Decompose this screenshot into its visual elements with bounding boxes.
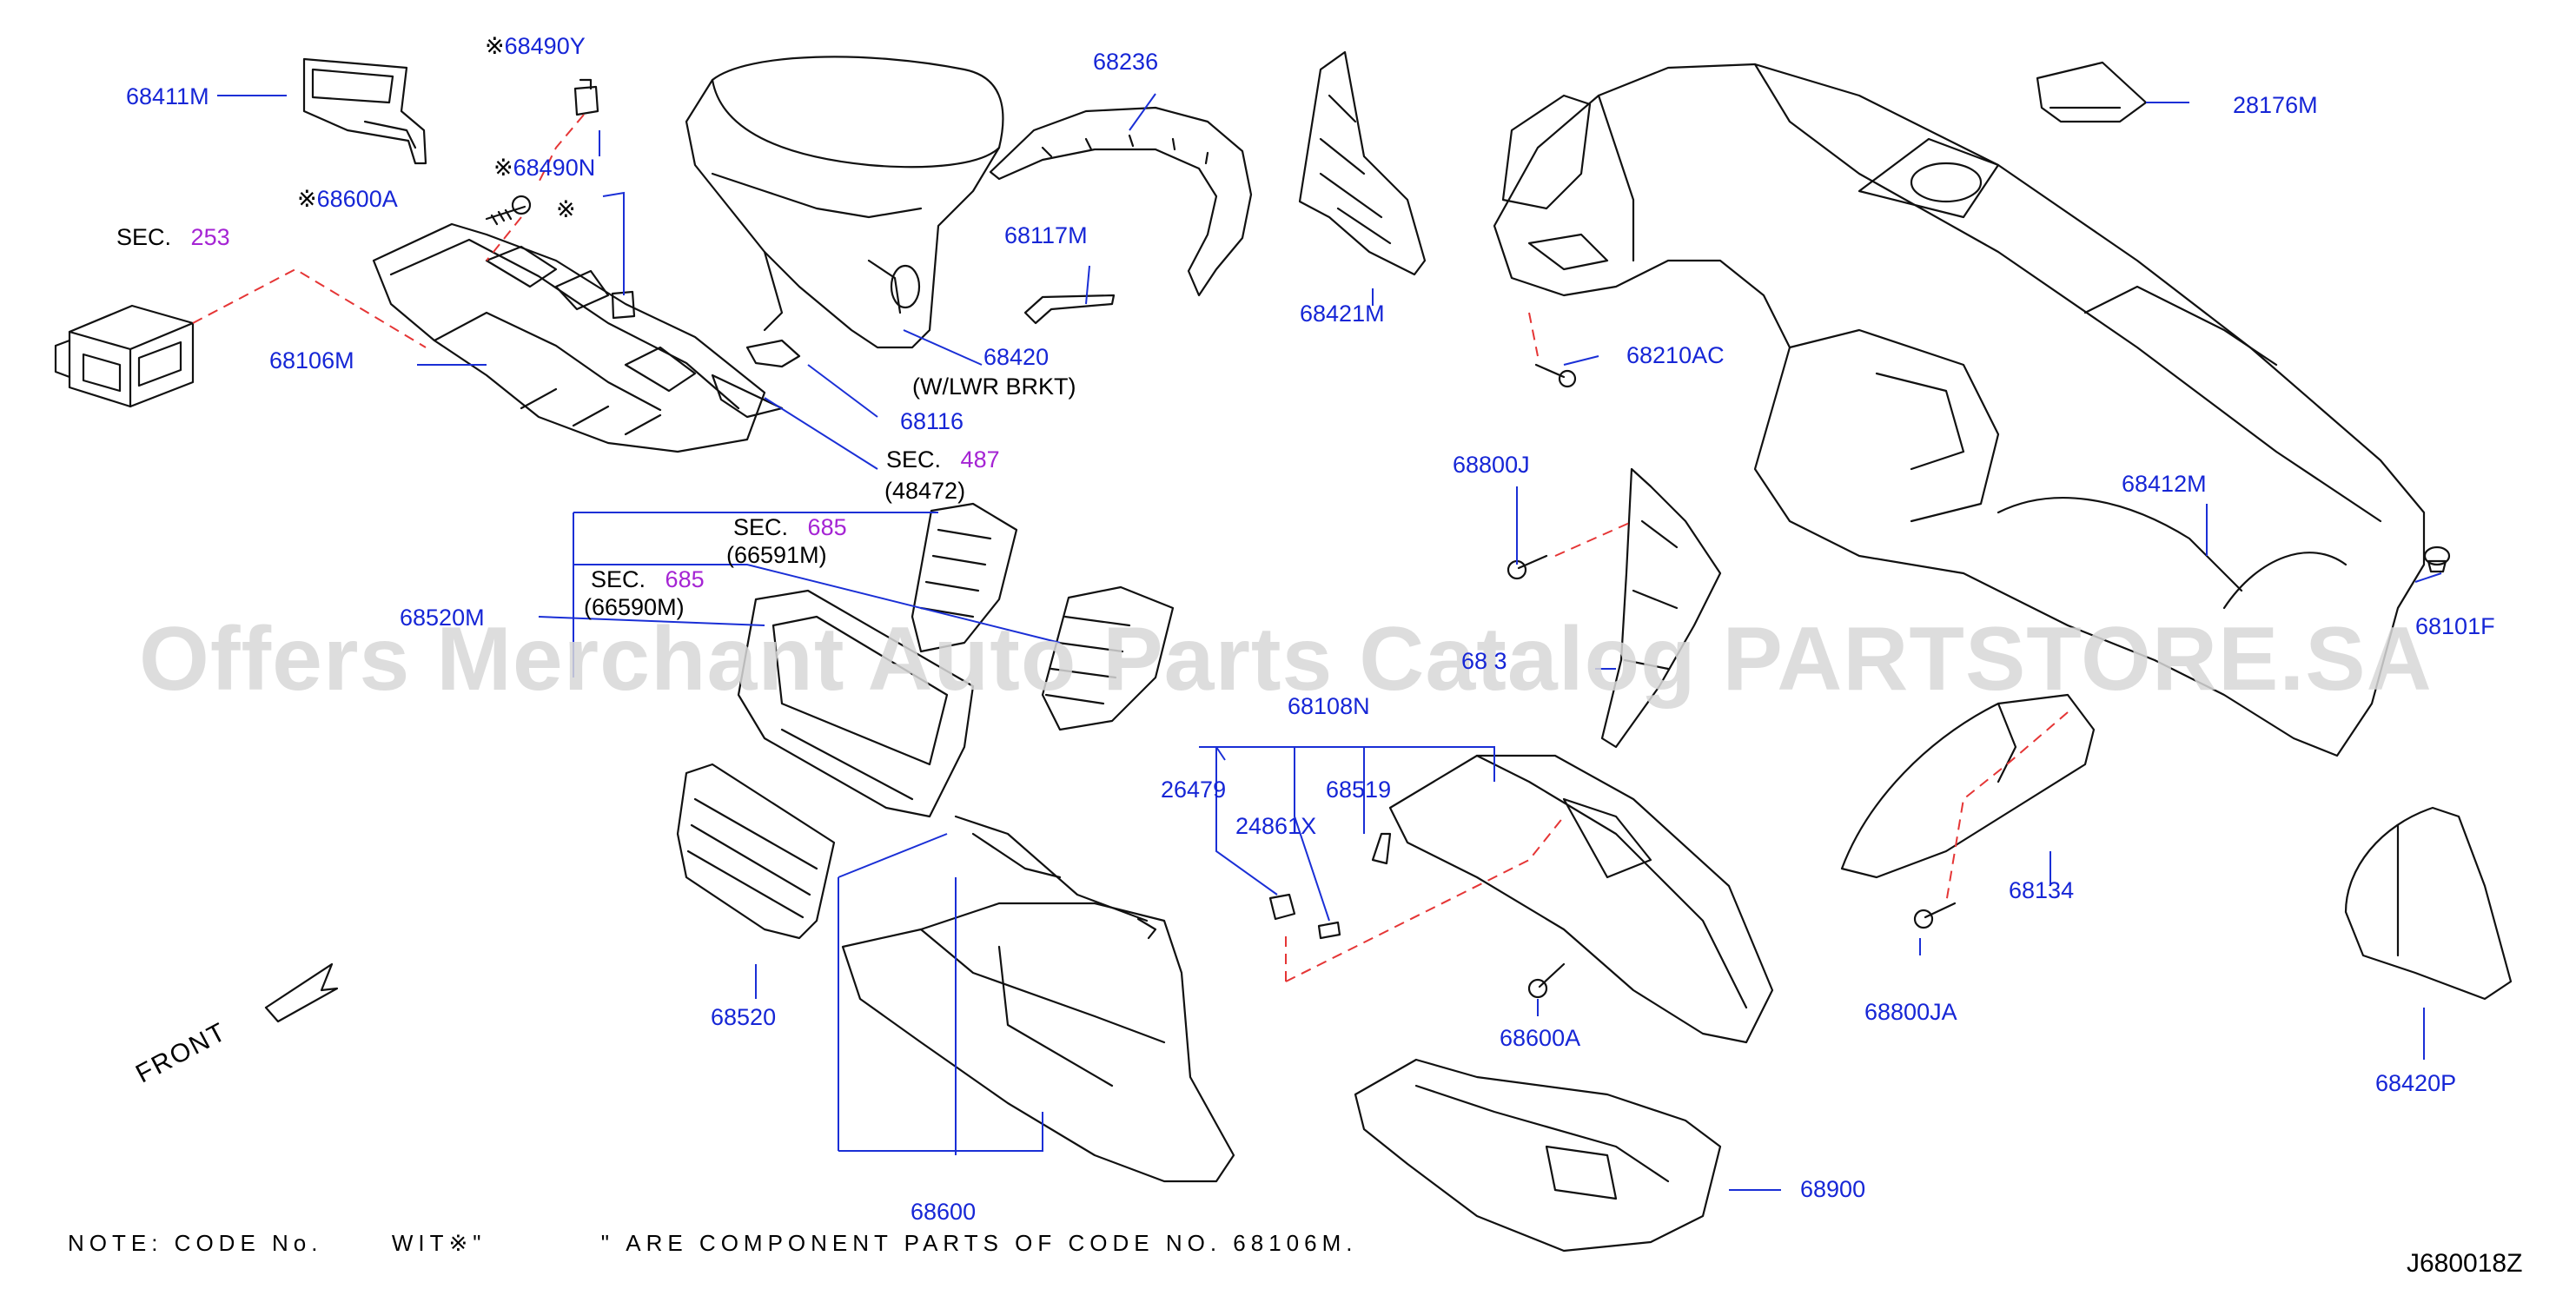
label-68421M[interactable]: 68421M (1300, 301, 1385, 327)
label-68420-note: (W/LWR BRKT) (912, 373, 1076, 400)
label-28176M[interactable]: 28176M (2233, 92, 2318, 118)
vent-66590M-shape (1041, 585, 1175, 731)
label-68520M[interactable]: 68520M (400, 605, 485, 631)
label-sec-685a-sub: (66591M) (726, 542, 827, 568)
part-68411M-shape (302, 57, 427, 165)
label-68134[interactable]: 68134 (2009, 877, 2075, 903)
screw-68600A-bottom-shape (1527, 962, 1566, 999)
part-28176M-shape (2036, 61, 2148, 123)
glovebox-wire-shape (954, 815, 1157, 940)
part-68117M-shape (1023, 294, 1116, 325)
label-sec-685-66590M[interactable]: SEC. 685 (591, 566, 705, 592)
label-sec-487[interactable]: SEC. 487 (886, 446, 1000, 473)
label-68600[interactable]: 68600 (911, 1199, 977, 1225)
sec-253-box-shape (54, 304, 195, 408)
label-68519[interactable]: 68519 (1326, 777, 1392, 803)
label-68900[interactable]: 68900 (1800, 1176, 1866, 1202)
label-68800J[interactable]: 68800J (1453, 452, 1530, 478)
label-68411M[interactable]: 68411M (126, 83, 209, 109)
label-68210AC[interactable]: 68210AC (1626, 342, 1725, 368)
diagram-id: J680018Z (2407, 1249, 2523, 1278)
part-68490Y-shape (573, 78, 599, 116)
label-sec-487-sub: (48472) (884, 478, 966, 504)
part-68412M-shape (1493, 63, 2426, 757)
front-arrow-icon (264, 962, 339, 1023)
part-68236-shape (989, 106, 1253, 297)
part-26479-shape (1268, 893, 1296, 921)
part-68490N-shape (611, 290, 636, 320)
component-mark-icon: ※ (493, 155, 513, 181)
part-68116-shape (711, 339, 801, 419)
label-sec-685-66591M[interactable]: SEC. 685 (733, 514, 847, 540)
part-68421M-shape (1298, 50, 1427, 276)
part-68108N-shape (1388, 754, 1774, 1044)
part-68106M-shape (372, 222, 766, 453)
label-68800JA[interactable]: 68800JA (1864, 999, 1957, 1025)
part-68900-shape (1354, 1058, 1722, 1253)
part-683-shape (1600, 467, 1722, 749)
label-26479[interactable]: 26479 (1161, 777, 1227, 803)
label-683[interactable]: 68 3 (1461, 648, 1507, 674)
label-68520[interactable]: 68520 (711, 1004, 777, 1030)
label-24861X[interactable]: 24861X (1235, 813, 1317, 839)
footnote: NOTE: CODE No. WIT※" " ARE COMPONENT PAR… (68, 1230, 1358, 1256)
part-68519-shape (1371, 832, 1392, 865)
label-68412M[interactable]: 68412M (2122, 471, 2207, 497)
label-68600A-bottom[interactable]: 68600A (1500, 1025, 1581, 1051)
part-24861X-shape (1317, 921, 1341, 940)
part-68420-shape (685, 56, 1004, 349)
label-sec-685b-sub: (66590M) (584, 594, 685, 620)
label-68108N[interactable]: 68108N (1288, 693, 1370, 719)
component-mark-icon: ※ (485, 33, 505, 59)
label-68106M[interactable]: 68106M (269, 347, 354, 373)
screw-68600A-shape (485, 195, 532, 226)
component-mark-icon: ※ (556, 196, 576, 222)
part-68420P-shape (2344, 806, 2513, 1001)
clip-68101F-shape (2423, 545, 2451, 573)
part-68520-shape (676, 763, 836, 940)
component-mark-icon: ※ (448, 1230, 473, 1256)
vent-66591M-shape (911, 502, 1018, 653)
component-mark-icon: ※ (297, 186, 317, 212)
label-68101F[interactable]: 68101F (2415, 613, 2495, 639)
label-68116[interactable]: 68116 (900, 408, 964, 434)
screw-68210AC-shape (1534, 363, 1577, 388)
screw-68800JA-shape (1913, 902, 1957, 929)
label-68600A-top[interactable]: ※68600A (297, 186, 398, 212)
label-sec-253[interactable]: SEC. 253 (116, 224, 230, 250)
watermark: Offers Merchant Auto Parts Catalog PARTS… (139, 609, 2433, 710)
part-68134-shape (1840, 693, 2096, 879)
screw-68800J-shape (1507, 554, 1548, 580)
label-68490N[interactable]: ※68490N (493, 155, 596, 181)
label-68420P[interactable]: 68420P (2375, 1070, 2457, 1096)
label-68236[interactable]: 68236 (1093, 49, 1159, 75)
label-68490Y[interactable]: ※68490Y (485, 33, 586, 59)
label-68117M[interactable]: 68117M (1004, 222, 1088, 248)
label-68420[interactable]: 68420 (983, 344, 1050, 370)
part-68520M-shape (737, 589, 975, 818)
part-68600-shape (841, 902, 1235, 1183)
